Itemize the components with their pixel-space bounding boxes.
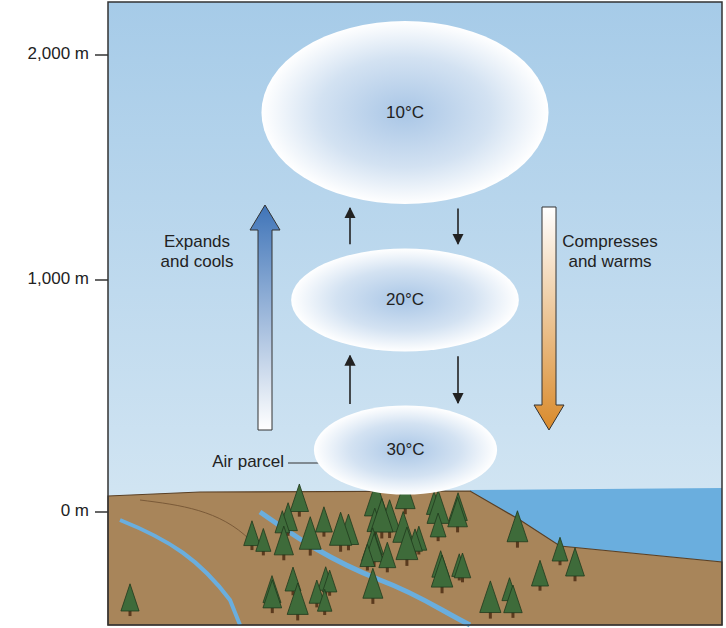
motion-arrow (349, 356, 351, 404)
forest (121, 479, 584, 620)
river (120, 520, 240, 625)
leader-line (288, 462, 322, 463)
motion-arrow (457, 209, 459, 244)
motion-arrow (349, 208, 351, 244)
rising-arrow (250, 205, 280, 430)
sky (108, 2, 722, 625)
altitude-label: 1,000 m (5, 269, 89, 289)
ground (108, 491, 722, 625)
temperature-label: 10°C (386, 103, 424, 123)
air-parcel: 10°C (260, 20, 550, 205)
axis-tick (95, 511, 108, 513)
air-parcel: 30°C (313, 405, 498, 495)
temperature-label: 20°C (386, 290, 424, 310)
ground-ridge (140, 500, 250, 540)
part-label: Air parcel (150, 452, 284, 472)
process-label: Compresses and warms (560, 232, 660, 273)
motion-arrow (457, 356, 459, 403)
axis-tick (95, 279, 108, 281)
altitude-label: 0 m (5, 501, 89, 521)
process-label: Expands and cools (148, 232, 246, 273)
air-parcel: 20°C (290, 248, 520, 352)
sinking-arrow (534, 207, 564, 430)
altitude-label: 2,000 m (5, 44, 89, 64)
frame (108, 2, 722, 625)
temperature-label: 30°C (387, 440, 425, 460)
axis-tick (95, 54, 108, 56)
